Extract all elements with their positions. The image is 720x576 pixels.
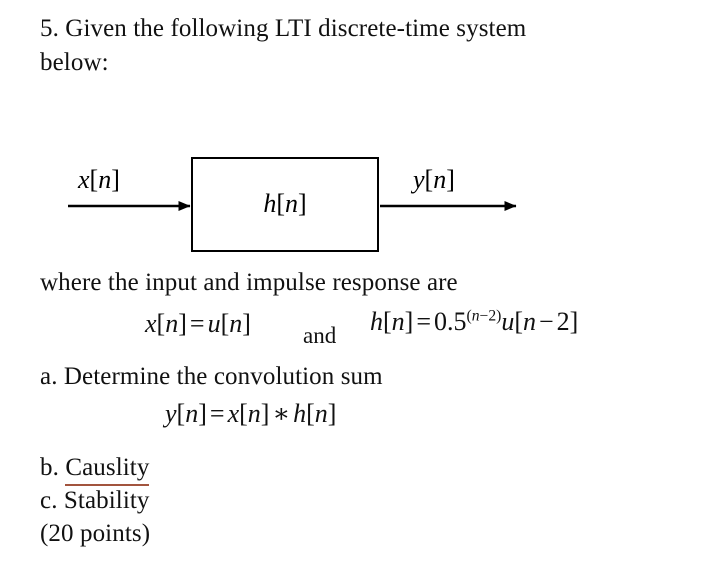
- eq-h-exp-var: n: [471, 307, 480, 325]
- eq-conv-x-fn: x: [227, 399, 240, 428]
- input-label-arg: n: [98, 165, 112, 194]
- points-note: (20 points): [40, 520, 151, 547]
- eq-u-open-bracket: [: [220, 309, 230, 338]
- part-b-prefix: b.: [40, 454, 66, 481]
- eq-conv-h-close-bracket: ]: [327, 399, 337, 428]
- eq-h-base: 0.5: [434, 307, 467, 336]
- output-label-fn: y: [413, 165, 425, 194]
- eq-u-close-bracket: ]: [242, 309, 251, 338]
- eq-h-exponent: (n−2): [467, 307, 502, 324]
- equation-impulse-response: h[n]=0.5(n−2)u[n−2]: [370, 307, 578, 338]
- part-b-misspelled-word: Causlity: [65, 454, 150, 485]
- equation-convolution: y[n]=x[n]∗h[n]: [165, 399, 336, 430]
- eq-x-fn: x: [145, 309, 157, 338]
- part-b-label: b. Causlity: [40, 453, 150, 485]
- output-signal-label: y[n]: [413, 165, 455, 195]
- input-label-fn: x: [78, 165, 90, 194]
- output-label-close-bracket: ]: [446, 165, 455, 194]
- eq-y-fn: y: [165, 399, 177, 428]
- eq-h-rhs-fn: u: [501, 307, 515, 336]
- eq-h-exp-num: 2: [488, 307, 497, 325]
- eq-h-exp-close: ): [496, 307, 502, 325]
- eq-h-rhs-open-bracket: [: [514, 307, 523, 336]
- input-label-close-bracket: ]: [111, 165, 120, 194]
- eq-conv-h-fn: h: [293, 399, 307, 428]
- output-label-arg: n: [433, 165, 447, 194]
- input-label-open-bracket: [: [89, 165, 99, 194]
- part-c-label: c. Stability: [40, 487, 150, 514]
- input-signal-label: x[n]: [78, 165, 120, 195]
- eq-y-arg: n: [185, 399, 199, 428]
- eq-h-rhs-close-bracket: ]: [569, 307, 579, 336]
- question-heading: 5. Given the following LTI discrete-time…: [40, 12, 680, 80]
- eq-conv-star: ∗: [272, 399, 291, 428]
- system-label-arg: n: [285, 189, 298, 218]
- eq-conv-h-open-bracket: [: [306, 399, 315, 428]
- system-label-open-bracket: [: [276, 189, 285, 218]
- eq-x-close-bracket: ]: [178, 309, 187, 338]
- eq-h-arg: n: [391, 307, 405, 336]
- eq-conv-x-open-bracket: [: [239, 399, 248, 428]
- system-block: h[n]: [191, 157, 379, 252]
- question-heading-line-1: 5. Given the following LTI discrete-time…: [40, 15, 527, 42]
- system-label-close-bracket: ]: [298, 189, 307, 218]
- eq-h-open-bracket: [: [383, 307, 392, 336]
- eq-h-rhs-num: 2: [556, 307, 570, 336]
- eq-x-arg: n: [165, 309, 179, 338]
- eq-h-rhs-arg: n: [522, 307, 536, 336]
- eq-u-arg: n: [229, 309, 243, 338]
- eq-conv-x-arg: n: [247, 399, 261, 428]
- equation-input-signal: x[n]=u[n]: [145, 309, 251, 340]
- part-a-label: a. Determine the convolution sum: [40, 363, 383, 390]
- eq-y-open-bracket: [: [176, 399, 186, 428]
- eq-y-equals: =: [209, 399, 225, 428]
- eq-h-rhs-minus: −: [538, 307, 554, 336]
- output-label-open-bracket: [: [424, 165, 434, 194]
- eq-h-exp-open: (: [466, 307, 472, 325]
- equations-conjunction: and: [303, 323, 337, 348]
- system-block-label: h[n]: [193, 189, 377, 219]
- eq-h-fn: h: [370, 307, 383, 336]
- eq-h-exp-minus: −: [479, 307, 489, 325]
- eq-conv-x-close-bracket: ]: [260, 399, 270, 428]
- eq-conv-h-arg: n: [314, 399, 328, 428]
- question-heading-line-2: below:: [40, 49, 109, 76]
- eq-x-open-bracket: [: [156, 309, 166, 338]
- where-line: where the input and impulse response are: [40, 269, 458, 296]
- eq-u-fn: u: [207, 309, 221, 338]
- eq-y-close-bracket: ]: [198, 399, 207, 428]
- eq-h-equals: =: [416, 307, 432, 336]
- system-label-fn: h: [263, 189, 277, 218]
- eq-x-equals: =: [189, 309, 205, 338]
- eq-h-close-bracket: ]: [404, 307, 414, 336]
